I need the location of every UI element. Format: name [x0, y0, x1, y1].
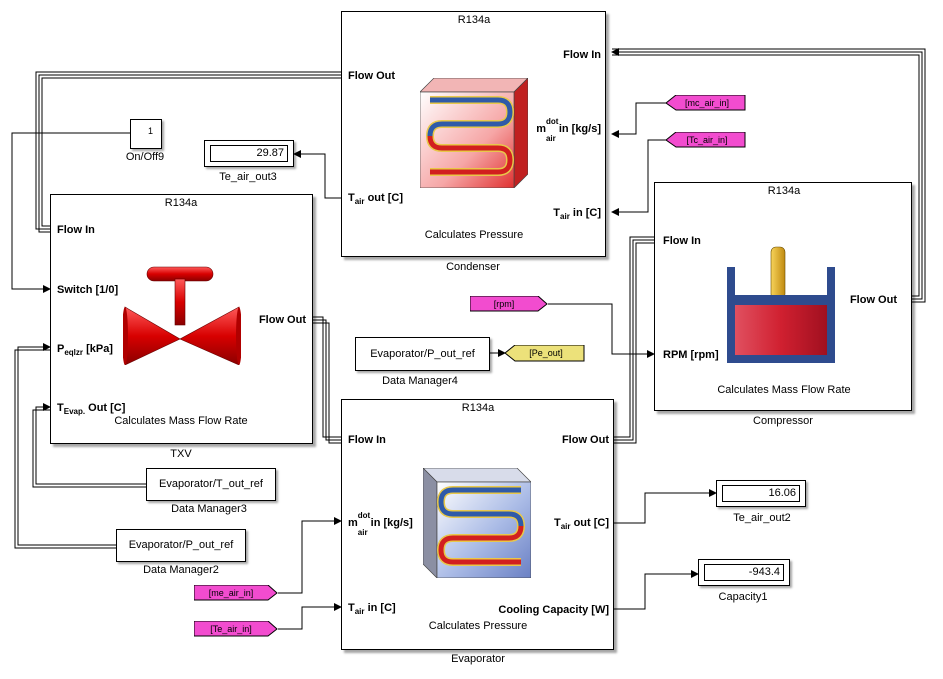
data-manager4-text: Evaporator/P_out_ref	[370, 348, 475, 360]
data-manager3-text: Evaporator/T_out_ref	[159, 478, 263, 490]
te-air-out3-value: 29.87	[210, 145, 288, 162]
compressor-caption: Calculates Mass Flow Rate	[717, 384, 851, 396]
evaporator-caption: Calculates Pressure	[428, 620, 528, 632]
tag-pe-out[interactable]: [Pe_out]	[505, 345, 585, 362]
tag-rpm[interactable]: [rpm]	[470, 296, 548, 312]
data-manager4-block[interactable]: Evaporator/P_out_ref	[355, 337, 490, 371]
valve-icon	[123, 266, 241, 365]
txv-fluid-label: R134a	[164, 197, 198, 209]
compressor-port-rpm: RPM [rpm]	[663, 349, 719, 361]
evaporator-port-flow-in: Flow In	[348, 434, 386, 446]
data-manager2-block[interactable]: Evaporator/P_out_ref	[116, 529, 246, 562]
evaporator-port-flow-out: Flow Out	[561, 434, 609, 446]
txv-port-switch: Switch [1/0]	[57, 284, 119, 296]
condenser-caption: Calculates Pressure	[424, 229, 524, 241]
onoff-name: On/Off9	[125, 151, 165, 163]
data-manager2-name: Data Manager2	[143, 564, 219, 576]
data-manager3-name: Data Manager3	[171, 503, 247, 515]
capacity1-value: -943.4	[704, 564, 784, 581]
te-air-out3-display[interactable]: 29.87	[204, 140, 294, 167]
txv-caption: Calculates Mass Flow Rate	[114, 415, 248, 427]
txv-port-flow-in: Flow In	[57, 224, 95, 236]
compressor-block[interactable]: R134a Flow In RPM [rpm] Flow Out Calcula…	[654, 182, 912, 411]
onoff-value: 1	[147, 126, 153, 136]
tag-te-air-in-label: [Te_air_in]	[210, 624, 252, 634]
compressor-port-flow-out: Flow Out	[849, 294, 897, 306]
te-air-out3-name: Te_air_out3	[219, 171, 277, 183]
condenser-port-flow-out: Flow Out	[348, 70, 396, 82]
txv-name: TXV	[170, 448, 192, 460]
te-air-out2-value: 16.06	[722, 485, 800, 502]
txv-port-flow-out: Flow Out	[258, 314, 306, 326]
tag-rpm-label: [rpm]	[493, 299, 515, 309]
txv-port-t-evap-out: TEvap. Out [C]	[57, 402, 126, 417]
te-air-out2-name: Te_air_out2	[733, 512, 791, 524]
evaporator-fluid-label: R134a	[461, 402, 495, 414]
capacity1-name: Capacity1	[718, 591, 768, 603]
compressor-name: Compressor	[753, 415, 813, 427]
condenser-port-tair-out: Tair out [C]	[348, 192, 404, 207]
tag-mc-air-in-label: [mc_air_in]	[684, 98, 729, 108]
heat-exchanger-cold-icon	[423, 468, 531, 578]
condenser-name: Condenser	[446, 261, 500, 273]
tag-tc-air-in-label: [Tc_air_in]	[686, 135, 728, 145]
tag-tc-air-in[interactable]: [Tc_air_in]	[666, 132, 746, 148]
data-manager2-text: Evaporator/P_out_ref	[128, 539, 234, 551]
te-air-out2-display[interactable]: 16.06	[716, 480, 806, 507]
condenser-fluid-label: R134a	[457, 14, 491, 26]
evaporator-port-tair-out: Tair out [C]	[553, 517, 609, 532]
evaporator-port-tair-in: Tair in [C]	[348, 602, 396, 617]
condenser-port-tair-in: Tair in [C]	[553, 207, 601, 222]
capacity1-display[interactable]: -943.4	[698, 559, 790, 586]
txv-block[interactable]: R134a Flow In Switch [1/0] Peqlzr [kPa] …	[50, 194, 313, 444]
piston-icon	[727, 246, 835, 363]
data-manager4-name: Data Manager4	[382, 375, 458, 387]
tag-mc-air-in[interactable]: [mc_air_in]	[666, 95, 746, 111]
evaporator-port-cooling-capacity: Cooling Capacity [W]	[498, 604, 609, 616]
data-manager3-block[interactable]: Evaporator/T_out_ref	[146, 468, 276, 501]
heat-exchanger-hot-icon	[420, 78, 528, 188]
tag-pe-out-label: [Pe_out]	[529, 348, 563, 358]
tag-me-air-in-label: [me_air_in]	[208, 588, 254, 598]
condenser-port-flow-in: Flow In	[563, 49, 601, 61]
compressor-port-flow-in: Flow In	[663, 235, 701, 247]
tag-me-air-in[interactable]: [me_air_in]	[194, 585, 278, 601]
onoff-constant-block[interactable]: 1	[130, 119, 162, 149]
txv-port-p-eqlzr: Peqlzr [kPa]	[57, 343, 113, 358]
compressor-fluid-label: R134a	[767, 185, 801, 197]
evaporator-name: Evaporator	[451, 653, 505, 665]
tag-te-air-in[interactable]: [Te_air_in]	[194, 621, 278, 637]
